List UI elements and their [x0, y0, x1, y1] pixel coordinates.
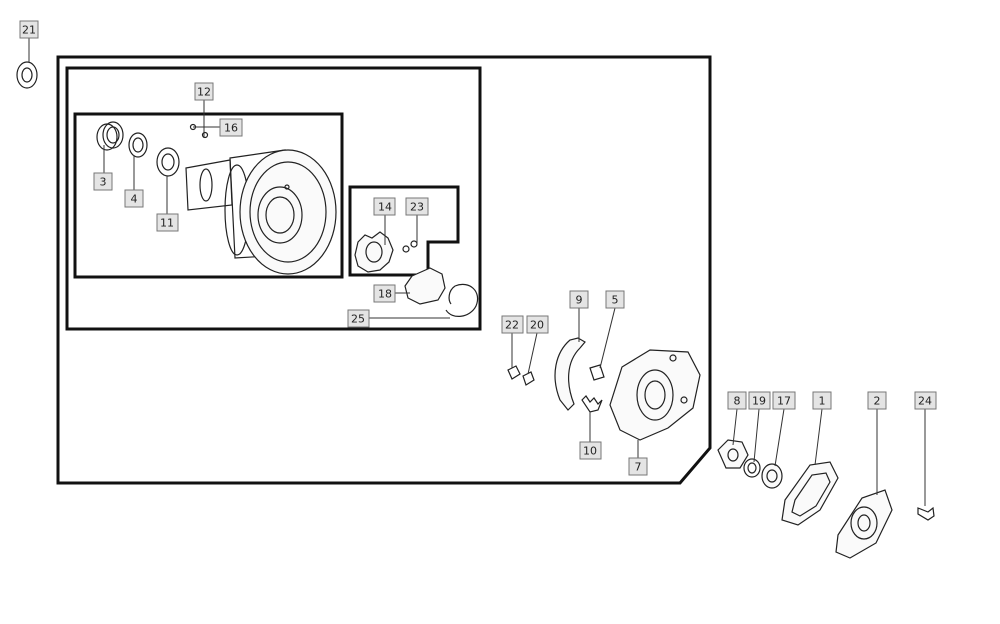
callout-5-text: 5 — [612, 294, 619, 307]
part-9-brake-shoe — [554, 337, 586, 411]
callout-17: 17 — [772, 391, 796, 410]
part-24-bolt — [917, 506, 935, 521]
part-10-spring — [581, 395, 603, 413]
part-17-bearing — [761, 463, 783, 489]
callout-23: 23 — [405, 197, 429, 216]
part-16-pins — [189, 123, 209, 139]
callout-10-text: 10 — [583, 445, 597, 458]
leader-lines — [28, 38, 926, 506]
part-22-bolt — [507, 365, 521, 380]
part-19-washer — [743, 458, 761, 478]
callout-7: 7 — [628, 457, 648, 476]
part-2-cover — [835, 489, 893, 559]
callout-22-text: 22 — [505, 319, 519, 332]
callout-17-text: 17 — [777, 395, 791, 408]
callout-14: 14 — [373, 197, 396, 216]
callout-4-text: 4 — [131, 193, 138, 206]
drive-shaft-drum — [185, 149, 337, 275]
callout-8-text: 8 — [734, 395, 741, 408]
callout-19: 19 — [748, 391, 771, 410]
callout-9: 9 — [569, 290, 589, 309]
part-14-planet-gear — [354, 231, 394, 273]
part-8-nut — [717, 439, 749, 469]
callout-21: 21 — [19, 20, 39, 39]
callout-7-text: 7 — [635, 461, 642, 474]
part-21-washer — [16, 61, 38, 89]
callout-12: 12 — [194, 82, 214, 101]
callout-1: 1 — [812, 391, 832, 410]
part-11-lock-washer — [156, 147, 180, 177]
part-7-backing-plate — [609, 349, 701, 441]
subassembly-frame — [65, 66, 482, 331]
callout-5: 5 — [605, 290, 625, 309]
callout-19-text: 19 — [752, 395, 766, 408]
callout-9-text: 9 — [576, 294, 583, 307]
callout-18-text: 18 — [378, 288, 392, 301]
callout-2: 2 — [867, 391, 887, 410]
callout-2-text: 2 — [874, 395, 881, 408]
callout-4: 4 — [124, 189, 144, 208]
outer-assembly-frame — [56, 55, 712, 485]
callout-12-text: 12 — [197, 86, 211, 99]
callout-11: 11 — [156, 213, 179, 232]
part-4-ring — [128, 132, 148, 158]
callout-3-text: 3 — [100, 176, 107, 189]
callout-10: 10 — [579, 441, 602, 460]
callout-16-text: 16 — [224, 122, 238, 135]
callout-11-text: 11 — [160, 217, 174, 230]
part-18-thrust-plate — [404, 267, 446, 305]
callout-24-text: 24 — [918, 395, 932, 408]
part-23-pin — [402, 240, 418, 253]
callout-24: 24 — [914, 391, 937, 410]
callout-8: 8 — [727, 391, 747, 410]
callout-25: 25 — [347, 309, 370, 328]
shaft-detail-frame — [73, 112, 344, 279]
callout-20-text: 20 — [530, 319, 544, 332]
callout-18: 18 — [373, 284, 396, 303]
callout-3: 3 — [93, 172, 113, 191]
callout-16: 16 — [219, 118, 243, 137]
part-3-bearing — [96, 121, 124, 151]
callout-20: 20 — [526, 315, 549, 334]
part-5-cylinder — [589, 364, 605, 381]
callout-1-text: 1 — [819, 395, 826, 408]
callout-14-text: 14 — [378, 201, 392, 214]
callout-25-text: 25 — [351, 313, 365, 326]
callout-21-text: 21 — [22, 24, 36, 37]
gear-detail-frame — [348, 185, 460, 277]
callout-22: 22 — [501, 315, 524, 334]
part-25-snap-ring — [445, 283, 479, 317]
callout-23-text: 23 — [410, 201, 424, 214]
part-1-gasket — [781, 461, 839, 526]
